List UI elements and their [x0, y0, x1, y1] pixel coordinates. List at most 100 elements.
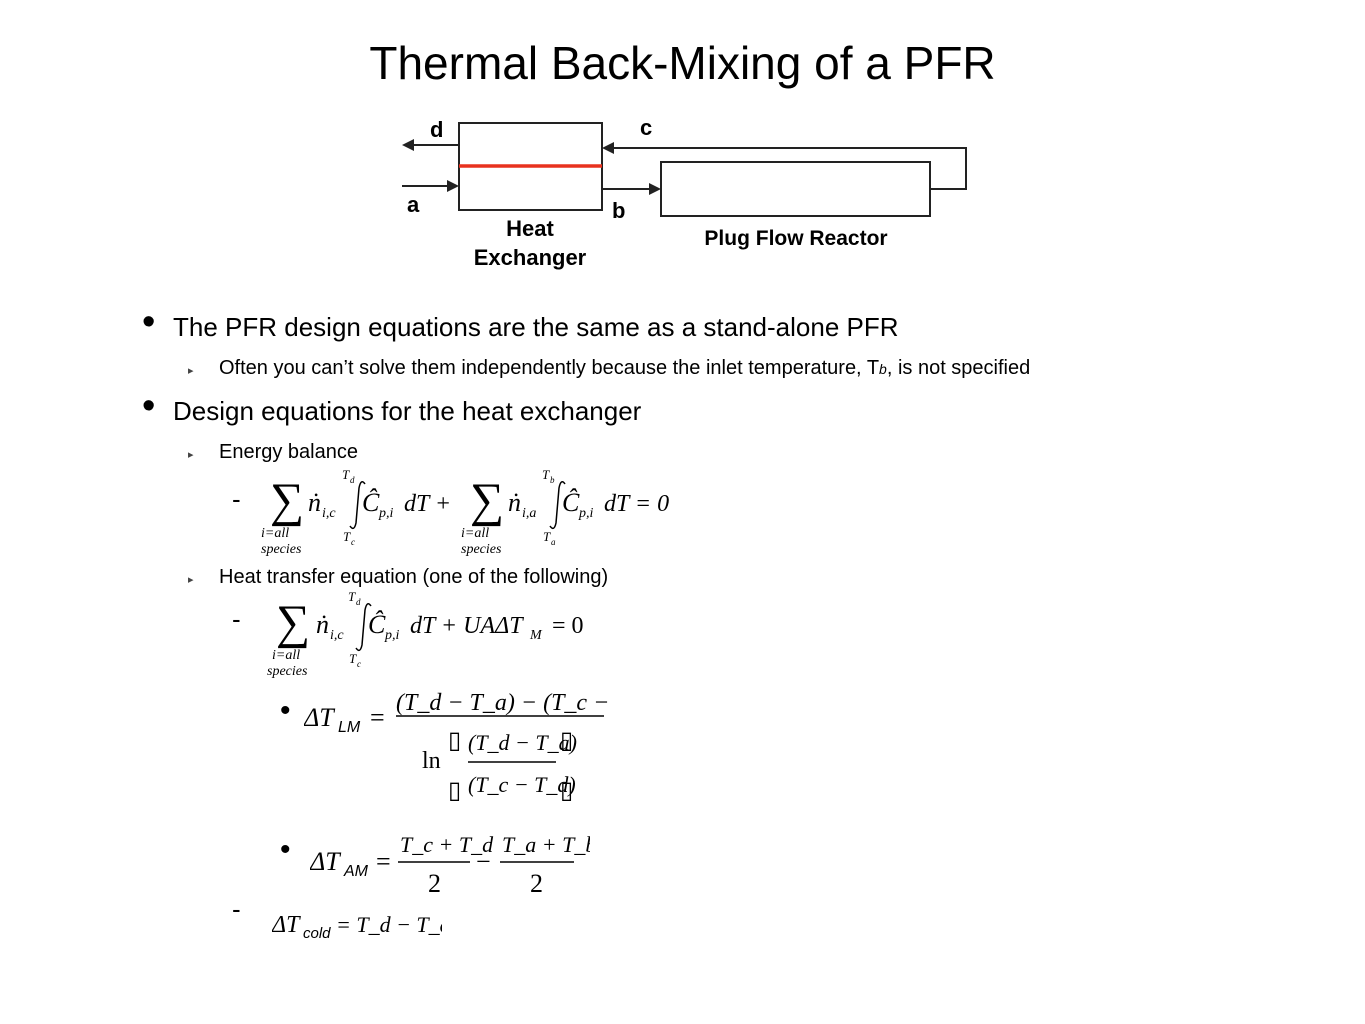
transfer-equals: = 0: [552, 613, 584, 639]
lower-limit: T: [349, 651, 357, 666]
delta-t-am-sub: AM: [343, 863, 369, 880]
dash-marker: -: [232, 604, 241, 634]
bracket-glyph: ▯: [448, 728, 461, 754]
bullet-heat-exchanger: Design equations for the heat exchanger: [173, 396, 642, 426]
sum-index: i=all: [461, 526, 489, 541]
heat-capacity: Ĉ: [368, 610, 386, 639]
integral-sign: [549, 481, 566, 530]
delta-t-am: ΔT: [310, 847, 341, 876]
exchanger-label-line1: Heat: [506, 216, 554, 241]
upper-limit: T: [342, 467, 350, 482]
integral-sign: [355, 603, 372, 652]
sum-index-species: species: [267, 664, 308, 679]
exchanger-label-line2: Exchanger: [474, 245, 587, 270]
upper-limit: T: [348, 589, 356, 604]
differential-plus: dT +: [404, 491, 451, 517]
bracket-glyph: ▯: [560, 728, 573, 754]
reactor-label: Plug Flow Reactor: [704, 227, 887, 250]
upper-limit-sub: b: [550, 475, 555, 485]
dash-marker: -: [232, 894, 241, 924]
stream-c-arrow: [602, 142, 967, 190]
stream-d-arrow: [402, 139, 459, 151]
lower-limit: T: [343, 529, 351, 544]
molar-flow-sub: i,c: [322, 506, 336, 521]
molar-flow-sub: i,c: [330, 628, 344, 643]
sum-index-species: species: [261, 542, 302, 557]
equals-sign: =: [376, 847, 391, 876]
slide-title: Thermal Back-Mixing of a PFR: [369, 37, 996, 89]
am-numerator-1: T_c + T_d: [400, 832, 494, 857]
arithmetic-mean-equation: ΔT AM = T_c + T_d 2 − T_a + T_b 2: [310, 832, 590, 898]
sum-index: i=all: [261, 526, 289, 541]
delta-t-lm-sub: LM: [338, 719, 361, 736]
ln-frac-bottom: (T_c − T_d): [468, 772, 576, 797]
sub-bullet-inlet-temp: Often you can’t solve them independently…: [219, 357, 1030, 380]
lower-limit: T: [543, 529, 551, 544]
heat-capacity-sub: p,i: [378, 506, 394, 521]
bullet-dot: •: [280, 694, 291, 727]
process-diagram: d a c b Heat Exchanger Plug Flow Reactor: [402, 115, 967, 270]
stream-c-label: c: [640, 115, 652, 140]
molar-flow-sub: i,a: [522, 506, 536, 521]
dash-marker: -: [232, 484, 241, 514]
am-denominator-2: 2: [530, 869, 543, 898]
natural-log: ln: [422, 748, 441, 774]
bullet-pfr-design: The PFR design equations are the same as…: [173, 312, 899, 342]
sub-bullet-energy-balance: Energy balance: [219, 441, 358, 463]
sub-bullet-arrow-icon: ▸: [188, 449, 194, 461]
lm-numerator: (T_d − T_a) − (T_c − T_b): [396, 690, 614, 716]
energy-balance-equation: ∑ i=all species ṅ i,c T d T c Ĉ p,i dT +…: [261, 467, 669, 557]
upper-limit: T: [542, 467, 550, 482]
ln-frac-top: (T_d − T_a): [468, 730, 577, 755]
bullet-dot: •: [142, 301, 156, 343]
sub-bullet-heat-transfer: Heat transfer equation (one of the follo…: [219, 566, 609, 588]
sum-symbol: ∑: [470, 474, 504, 527]
molar-flow: ṅ: [316, 610, 329, 639]
delta-t-lm: ΔT: [304, 703, 335, 732]
upper-limit-sub: d: [350, 475, 355, 485]
equals-sign: =: [370, 703, 385, 732]
am-denominator-1: 2: [428, 869, 441, 898]
lower-limit-sub: a: [551, 537, 556, 547]
am-numerator-2: T_a + T_b: [502, 832, 590, 857]
sub-bullet-arrow-icon: ▸: [188, 574, 194, 586]
sum-index: i=all: [272, 648, 300, 663]
delta-t-cold-sub: cold: [303, 925, 331, 942]
delta-t-cold: ΔT: [272, 912, 301, 938]
stream-a-arrow: [402, 180, 459, 192]
lower-limit-sub: c: [351, 537, 355, 547]
sum-index-species: species: [461, 542, 502, 557]
minus-sign: −: [476, 847, 491, 876]
stream-a-label: a: [407, 192, 420, 217]
transfer-term-sub: M: [529, 628, 543, 643]
log-mean-equation: ΔT LM = (T_d − T_a) − (T_c − T_b) ln ▯ ▯…: [304, 690, 614, 804]
cold-end-rhs: = T_d − T_a: [336, 912, 442, 937]
transfer-term: dT + UAΔT: [410, 613, 524, 639]
lower-limit-sub: c: [357, 659, 361, 669]
stream-b-label: b: [612, 198, 625, 223]
sub-bullet-arrow-icon: ▸: [188, 365, 194, 377]
bullet-dot: •: [142, 385, 156, 427]
bracket-glyph: ▯: [448, 778, 461, 804]
sum-symbol: ∑: [270, 474, 304, 527]
heat-transfer-equation: ∑ i=all species ṅ i,c T d T c Ĉ p,i dT +…: [267, 589, 584, 679]
heat-capacity: Ĉ: [362, 488, 380, 517]
integral-sign: [349, 481, 366, 530]
stream-d-label: d: [430, 117, 443, 142]
cold-end-equation: ΔT cold = T_d − T_a: [272, 912, 442, 942]
heat-capacity-sub: p,i: [578, 506, 594, 521]
bullet-dot: •: [280, 833, 291, 866]
heat-capacity-sub: p,i: [384, 628, 400, 643]
upper-limit-sub: d: [356, 597, 361, 607]
sub-bullet-inlet-tail: , is not specified: [886, 357, 1031, 379]
molar-flow: ṅ: [308, 488, 321, 517]
stream-b-arrow: [602, 183, 661, 195]
differential-equals: dT = 0: [604, 491, 669, 517]
sub-bullet-inlet-text: Often you can’t solve them independently…: [219, 357, 880, 379]
molar-flow: ṅ: [508, 488, 521, 517]
heat-capacity: Ĉ: [562, 488, 580, 517]
bracket-glyph: ▯: [560, 778, 573, 804]
plug-flow-reactor-box: [660, 161, 931, 217]
inlet-subscript: b: [879, 361, 887, 377]
heat-exchanger-box: [458, 122, 603, 211]
